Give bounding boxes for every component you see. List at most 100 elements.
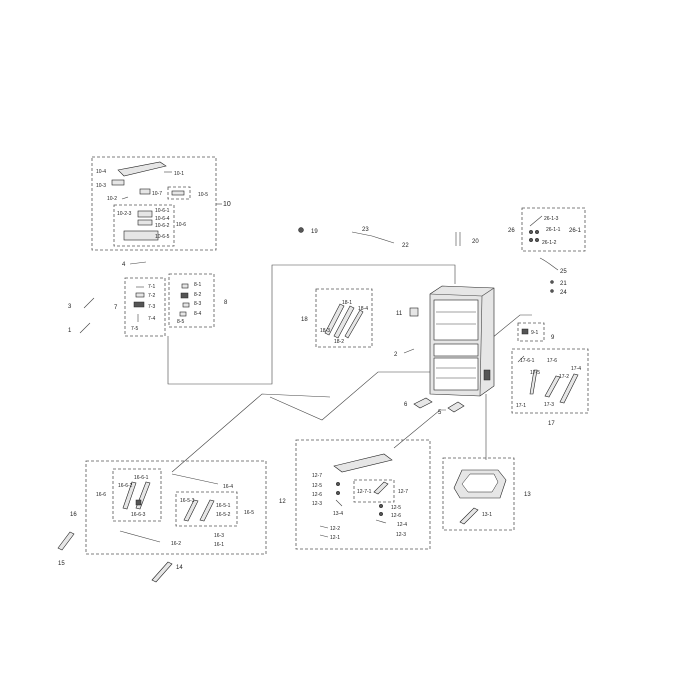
group-7-box — [124, 277, 166, 337]
part-25-wire — [539, 257, 559, 271]
label-12-6: 12-6 — [312, 492, 322, 498]
label-4: 4 — [122, 262, 126, 268]
part-26-1-1-b — [534, 229, 540, 235]
label-17-2: 17-2 — [559, 374, 569, 380]
part-6 — [413, 397, 433, 409]
label-14: 14 — [176, 565, 183, 571]
label-12-3: 12-3 — [312, 501, 322, 507]
part-17-4 — [559, 373, 579, 404]
part-12-3 — [335, 499, 343, 507]
part-26-1-3 — [529, 215, 543, 227]
label-16-6-1: 16-6-1 — [134, 475, 149, 481]
part-10-3 — [111, 179, 125, 186]
group-17-box — [511, 348, 589, 414]
connector-lines — [167, 264, 532, 473]
part-14 — [151, 561, 173, 583]
part-26-1-2-b — [534, 237, 540, 243]
label-7-3: 7-3 — [148, 304, 155, 310]
group-10: 10-4 10-1 10-3 10-7 10-5 10-2 10-6 10-2-… — [91, 156, 231, 251]
label-20: 20 — [472, 239, 479, 245]
label-16-1: 16-1 — [214, 542, 224, 548]
label-13-1: 13-1 — [482, 512, 492, 518]
label-7-4: 7-4 — [148, 316, 155, 322]
label-3: 3 — [68, 304, 72, 310]
part-10-6-1 — [137, 210, 153, 218]
part-15 — [57, 531, 75, 551]
label-12: 12 — [279, 499, 286, 505]
label-10: 10 — [223, 201, 231, 208]
label-8-2: 8-2 — [194, 292, 201, 298]
group-10-box — [91, 156, 217, 251]
label-10-6-2: 10-6-2 — [155, 223, 170, 229]
group-26-box — [521, 207, 586, 252]
part-12-4 — [375, 519, 387, 524]
part-2 — [403, 348, 415, 354]
part-12-1 — [319, 534, 329, 538]
label-10-4: 10-4 — [96, 169, 106, 175]
label-17-6: 17-6 — [547, 358, 557, 364]
part-10-5 — [171, 190, 185, 196]
group-13: 13-1 13 — [442, 457, 531, 531]
label-21: 21 — [560, 281, 567, 287]
part-16-5-1 — [199, 499, 215, 522]
label-9: 9 — [551, 335, 555, 341]
label-16-6-2: 16-6-2 — [118, 483, 133, 489]
label-8-3: 8-3 — [194, 301, 201, 307]
part-10-7 — [139, 188, 151, 195]
label-16-5: 16-5 — [244, 510, 254, 516]
connector-mid — [269, 371, 430, 421]
group-12-7-box — [353, 479, 395, 503]
label-16-5-1: 16-5-1 — [216, 503, 231, 509]
connector-left — [171, 393, 331, 473]
label-11: 11 — [396, 311, 403, 317]
connector-bin — [393, 409, 446, 449]
part-7-3 — [133, 301, 145, 308]
group-18-box — [315, 288, 373, 348]
part-12-2 — [319, 525, 329, 529]
label-23: 23 — [362, 227, 369, 233]
label-16-6: 16-6 — [96, 492, 106, 498]
label-19: 19 — [311, 229, 318, 235]
part-16-5-3 — [183, 499, 199, 522]
group-18: 18-1 18-4 18-3 18-2 18 — [301, 288, 373, 348]
connector-9 — [491, 314, 532, 339]
parts-3-1: 3 1 — [68, 297, 95, 334]
part-18-3 — [324, 303, 345, 336]
fridge-middle-drawer — [433, 343, 479, 357]
label-12-2: 12-2 — [330, 526, 340, 532]
label-7: 7 — [114, 305, 118, 311]
part-10-4-cover — [117, 161, 167, 177]
label-16-2: 16-2 — [171, 541, 181, 547]
part-10-2 — [121, 196, 129, 200]
label-12-3-right: 12-3 — [396, 532, 406, 538]
label-8-4: 8-4 — [194, 311, 201, 317]
label-10-6: 10-6 — [176, 222, 186, 228]
group-9: 9-1 9 — [517, 322, 555, 342]
group-17: 17-6-1 17-6 17-5 17-2 17-4 17-1 17-3 17 — [511, 348, 589, 427]
group-10-6-box — [113, 204, 175, 247]
part-16-2 — [119, 530, 161, 543]
part-10-5-box — [167, 186, 191, 200]
label-26: 26 — [508, 228, 515, 234]
part-3 — [83, 297, 95, 309]
part-4-rod — [129, 261, 147, 265]
label-16-6-3: 16-6-3 — [131, 512, 146, 518]
part-21 — [550, 280, 554, 284]
part-24 — [550, 289, 554, 293]
label-22: 22 — [402, 243, 409, 249]
part-18-1 — [333, 305, 355, 339]
part-8-5 — [179, 311, 187, 317]
label-26-1-1: 26-1-1 — [546, 227, 561, 233]
part-18-4 — [344, 309, 364, 339]
connector-top — [167, 264, 456, 385]
label-17-5: 17-5 — [530, 370, 540, 376]
part-16-6-2 — [122, 481, 137, 510]
part-12-5 — [335, 481, 341, 487]
label-8-5: 8-5 — [177, 319, 184, 325]
group-12: 12-7 12-5 12-6 12-3 12-7-1 12-7 13-4 12-… — [279, 439, 431, 550]
parts-15-14: 15 14 — [57, 531, 183, 583]
label-7-5: 7-5 — [131, 326, 138, 332]
label-5: 5 — [438, 410, 442, 416]
label-10-7: 10-7 — [152, 191, 162, 197]
label-17-4: 17-4 — [571, 366, 581, 372]
